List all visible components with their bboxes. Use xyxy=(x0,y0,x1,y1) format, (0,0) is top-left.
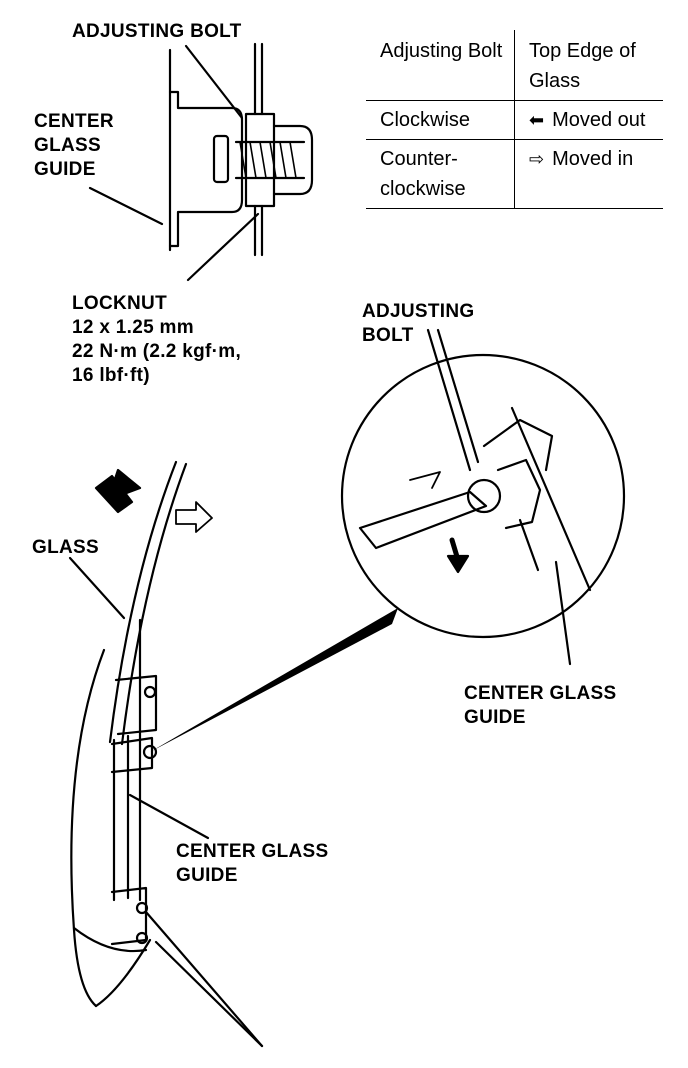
label-line: 22 N·m (2.2 kgf·m, xyxy=(72,341,242,362)
center-glass-guide-detail-label: CENTER GLASS GUIDE xyxy=(464,682,616,730)
label-line: BOLT xyxy=(362,325,414,346)
bolt-direction-cell: Clockwise xyxy=(366,100,515,140)
detail-circle-drawing xyxy=(340,328,626,666)
adjusting-bolt-detail-label: ADJUSTING BOLT xyxy=(362,300,475,348)
hollow-right-arrow-icon: ⇨ xyxy=(529,149,545,169)
header-adjusting-bolt: Adjusting Bolt xyxy=(366,30,515,101)
label-line: GUIDE xyxy=(34,159,96,180)
center-glass-guide-main-label: CENTER GLASS GUIDE xyxy=(176,840,328,888)
locknut-label: LOCKNUT 12 x 1.25 mm 22 N·m (2.2 kgf·m, … xyxy=(72,292,241,388)
label-line: 16 lbf·ft) xyxy=(72,365,150,386)
label-line: CENTER GLASS xyxy=(176,841,329,862)
center-glass-guide-label-top: CENTER GLASS GUIDE xyxy=(34,110,114,182)
door-glass-drawing xyxy=(68,460,264,1048)
label-line: LOCKNUT xyxy=(72,293,167,314)
bolt-section-drawing xyxy=(88,42,314,282)
adjustment-table: Adjusting Bolt Top Edge of Glass Clockwi… xyxy=(366,30,663,209)
label-line: GUIDE xyxy=(176,865,238,886)
label-line: GUIDE xyxy=(464,707,526,728)
label-line: GLASS xyxy=(34,135,101,156)
table-row: Counter-clockwise ⇨ Moved in xyxy=(366,139,663,209)
movement-text: Moved in xyxy=(552,148,634,170)
header-top-edge-of-glass: Top Edge of Glass xyxy=(514,30,663,101)
glass-movement-cell: ⬅ Moved out xyxy=(514,100,663,140)
label-line: CENTER GLASS xyxy=(464,683,617,704)
table-header-row: Adjusting Bolt Top Edge of Glass xyxy=(366,30,663,101)
label-line: 12 x 1.25 mm xyxy=(72,317,194,338)
glass-label: GLASS xyxy=(32,537,99,558)
solid-left-arrow-icon: ⬅ xyxy=(529,110,545,130)
glass-movement-cell: ⇨ Moved in xyxy=(514,139,663,209)
table-row: Clockwise ⬅ Moved out xyxy=(366,100,663,140)
movement-text: Moved out xyxy=(552,109,646,131)
adjusting-bolt-label: ADJUSTING BOLT xyxy=(72,21,242,42)
label-line: ADJUSTING xyxy=(362,301,475,322)
label-line: CENTER xyxy=(34,111,114,132)
bolt-direction-cell: Counter-clockwise xyxy=(366,139,515,209)
